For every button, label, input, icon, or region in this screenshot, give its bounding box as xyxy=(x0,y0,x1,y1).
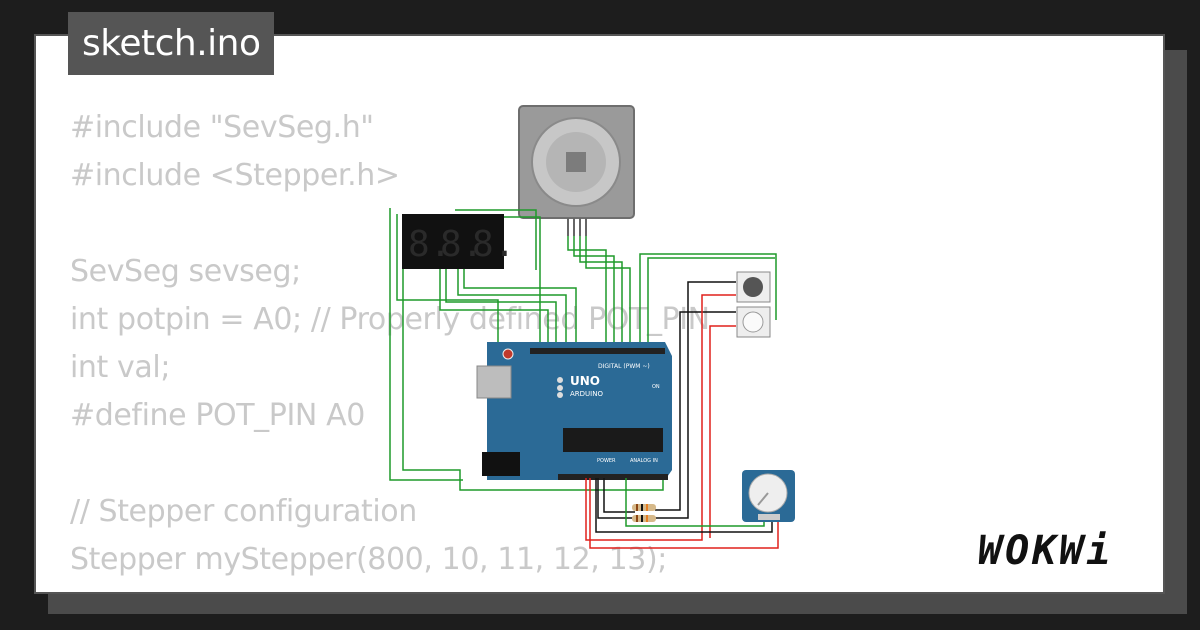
seven-segment-display: 8. 8. 8. xyxy=(402,214,515,269)
push-button-2[interactable] xyxy=(736,306,771,338)
code-line: #define POT_PIN A0 xyxy=(70,398,365,433)
code-preview: #include "SevSeg.h"#include <Stepper.h> … xyxy=(70,104,710,584)
usb-port xyxy=(476,365,512,399)
board-brand-text: ARDUINO xyxy=(570,390,603,398)
black-red-wires xyxy=(585,281,779,549)
code-line: #include <Stepper.h> xyxy=(70,158,400,193)
analog-pins-label: ANALOG IN xyxy=(630,458,658,464)
code-line: Stepper myStepper(800, 10, 11, 12, 13); xyxy=(70,542,667,577)
wokwi-logo: WOKWi xyxy=(978,528,1114,574)
on-led-label: ON xyxy=(652,384,660,390)
atmega-chip xyxy=(563,428,663,452)
power-jack xyxy=(482,452,520,476)
display-digit-3: 8. xyxy=(472,224,515,265)
arduino-uno-board: UNO ARDUINO DIGITAL (PWM ~) POWER ANALOG… xyxy=(476,342,672,480)
code-line: #include "SevSeg.h" xyxy=(70,110,374,145)
potentiometer[interactable] xyxy=(742,470,795,522)
display-digit-2: 8. xyxy=(440,224,483,265)
reset-button xyxy=(502,348,514,360)
stepper-motor xyxy=(518,105,635,236)
code-line: SevSeg sevseg; xyxy=(70,254,301,289)
digital-pins-label: DIGITAL (PWM ~) xyxy=(598,363,650,370)
resistor-2 xyxy=(632,515,656,522)
power-pins-label: POWER xyxy=(597,458,616,464)
code-line: int val; xyxy=(70,350,171,385)
display-digit-1: 8. xyxy=(408,224,451,265)
code-line: // Stepper configuration xyxy=(70,494,417,529)
push-button-1[interactable] xyxy=(736,271,771,303)
board-logo-text: UNO xyxy=(570,374,600,388)
sketch-title: sketch.ino xyxy=(68,12,275,75)
resistor-1 xyxy=(632,504,656,511)
